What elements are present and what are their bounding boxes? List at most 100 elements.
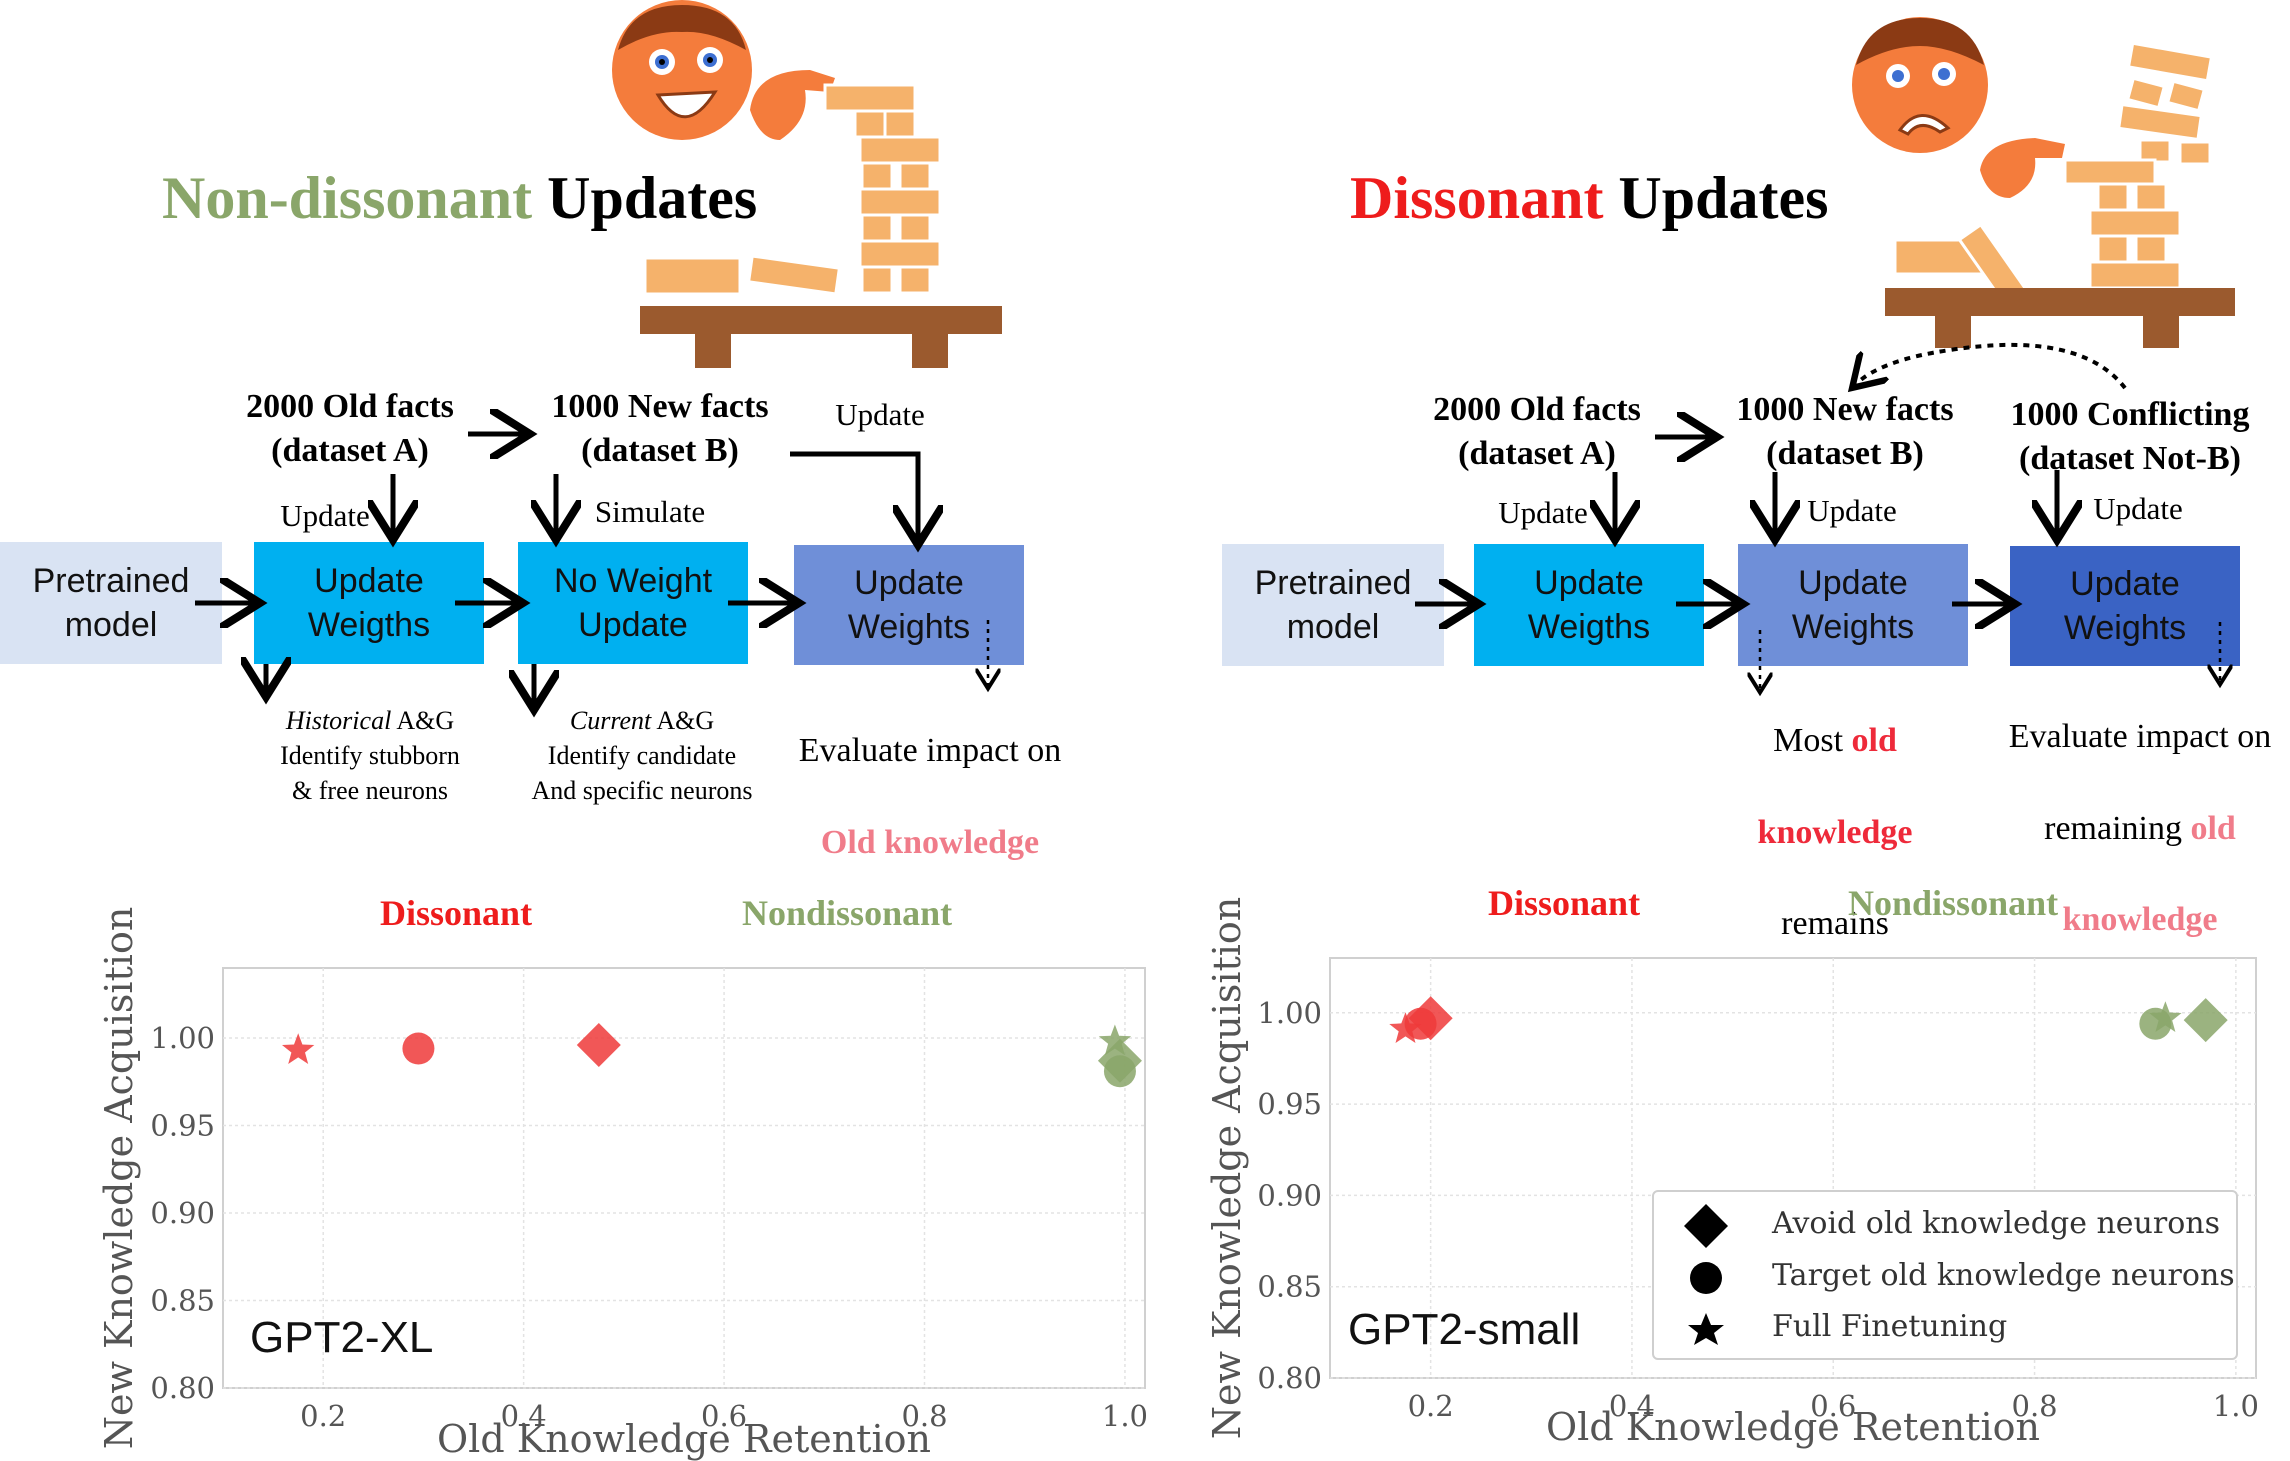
left-box-update-weights: Update Weigths	[254, 542, 484, 664]
x-tick-label: 0.8	[2012, 1389, 2058, 1423]
data-point-nondissonant-diamond	[2183, 998, 2228, 1043]
right-flow-arrows	[1415, 342, 2290, 720]
falling-blocks-icon	[1893, 41, 2214, 308]
right-eval-text-2: remaining	[2044, 809, 2191, 847]
right-most-highlight-2: knowledge	[1757, 813, 1913, 851]
legend-circle-marker	[1690, 1262, 1722, 1294]
y-tick-label: 0.85	[1257, 1270, 1322, 1304]
legend-markers	[1684, 1204, 1728, 1345]
model-label: GPT2-XL	[250, 1313, 433, 1362]
right-box-pretrained: Pretrained model	[1222, 544, 1444, 666]
table-icon	[640, 306, 1002, 368]
y-tick-label: 0.90	[150, 1196, 215, 1230]
hand-icon	[750, 70, 835, 140]
left-note-2-italic: Current	[569, 706, 652, 736]
left-dataset-b: 1000 New facts (dataset B)	[551, 388, 769, 470]
left-title-colored: Non-dissonant	[162, 165, 533, 231]
data-point-nondissonant-star	[2149, 1001, 2182, 1032]
jenga-illustration-left	[612, 0, 1002, 368]
legend-item-full: Full Finetuning	[1772, 1309, 2008, 1344]
right-update-label-2: Update	[1807, 493, 1897, 528]
y-tick-label: 0.90	[1257, 1178, 1322, 1212]
x-axis-label: Old Knowledge Retention	[1546, 1405, 2040, 1449]
table-icon	[1885, 288, 2235, 348]
chart-1-label-dissonant: Dissonant	[380, 893, 533, 933]
right-box-update-weights-3: Update Weights	[2010, 546, 2240, 666]
y-tick-label: 1.00	[150, 1021, 215, 1055]
right-box-update-weights-2: Update Weights	[1738, 544, 1968, 666]
left-flow-arrows	[195, 0, 1100, 720]
left-note-1-rest: A&G Identify stubborn & free neurons	[280, 706, 460, 806]
right-panel-title: Dissonant Updates	[1350, 168, 1828, 228]
y-tick-label: 0.95	[1257, 1087, 1322, 1121]
left-box-pretrained: Pretrained model	[0, 542, 222, 664]
data-point-dissonant-star	[282, 1033, 315, 1064]
chart-2-legend: Avoid old knowledge neurons Target old k…	[1652, 1190, 2238, 1360]
x-tick-label: 0.8	[901, 1399, 947, 1433]
x-tick-label: 1.0	[1102, 1399, 1148, 1433]
chart-1-label-nondissonant: Nondissonant	[742, 893, 953, 933]
x-tick-label: 0.4	[1609, 1389, 1655, 1423]
left-eval-highlight: Old knowledge	[820, 823, 1040, 861]
right-dataset-b: 1000 New facts (dataset B)	[1736, 391, 1954, 473]
right-eval-text: Evaluate impact on remaining old knowled…	[1985, 668, 2290, 943]
left-note-historical: Historical A&G Identify stubborn & free …	[260, 668, 480, 808]
left-note-2-rest: A&G Identify candidate And specific neur…	[531, 706, 753, 806]
x-axis-label: Old Knowledge Retention	[437, 1417, 931, 1461]
y-tick-label: 0.85	[150, 1284, 215, 1318]
data-point-dissonant-circle	[402, 1032, 435, 1065]
legend-item-avoid: Avoid old knowledge neurons	[1772, 1206, 2220, 1241]
right-update-label-1: Update	[1498, 495, 1588, 530]
x-tick-label: 0.6	[1810, 1389, 1856, 1423]
y-tick-label: 1.00	[1257, 996, 1322, 1030]
right-dataset-a: 2000 Old facts (dataset A)	[1433, 391, 1641, 473]
y-tick-label: 0.95	[150, 1109, 215, 1143]
left-update-label-2: Update	[835, 397, 925, 432]
right-eval-highlight-1: old	[2190, 809, 2236, 847]
right-title-rest: Updates	[1603, 165, 1829, 231]
left-panel-title: Non-dissonant Updates	[162, 168, 757, 228]
chart-2-label-nondissonant: Nondissonant	[1848, 883, 2059, 923]
y-axis-label: New Knowledge Acquisition	[97, 907, 141, 1450]
x-tick-label: 0.4	[501, 1399, 547, 1433]
data-point-nondissonant-star	[1098, 1024, 1132, 1056]
left-box-update-weights-final: Update Weights	[794, 545, 1024, 665]
jenga-illustration-right	[1852, 17, 2235, 348]
left-eval-line: Evaluate impact on	[798, 731, 1062, 769]
x-tick-label: 0.2	[300, 1399, 346, 1433]
right-eval-line-1: Evaluate impact on	[2008, 717, 2272, 755]
right-update-label-3: Update	[2093, 491, 2183, 526]
right-eval-highlight-2: knowledge	[2062, 901, 2218, 939]
data-point-nondissonant-circle	[1103, 1055, 1136, 1088]
data-point-dissonant-diamond	[576, 1023, 621, 1067]
left-title-rest: Updates	[532, 165, 758, 231]
right-most-text-1: Most	[1773, 721, 1852, 759]
left-simulate-label: Simulate	[594, 494, 706, 529]
legend-diamond-marker	[1684, 1204, 1728, 1248]
worried-face-icon	[1852, 17, 1988, 153]
x-tick-label: 1.0	[2213, 1389, 2259, 1423]
right-box-update-weights-1: Update Weigths	[1474, 544, 1704, 666]
chart-2-label-dissonant: Dissonant	[1488, 883, 1641, 923]
left-update-label-1: Update	[280, 498, 370, 533]
left-note-current: Current A&G Identify candidate And speci…	[512, 668, 772, 808]
legend-item-target: Target old knowledge neurons	[1772, 1258, 2235, 1293]
left-box-no-weight-update: No Weight Update	[518, 542, 748, 664]
y-tick-label: 0.80	[150, 1371, 215, 1405]
right-title-colored: Dissonant	[1350, 165, 1604, 231]
x-tick-label: 0.6	[701, 1399, 747, 1433]
left-note-1-italic: Historical	[285, 706, 392, 736]
happy-face-icon	[612, 0, 752, 140]
hand-icon	[1980, 138, 2065, 198]
legend-star-marker	[1688, 1313, 1724, 1345]
left-dataset-a: 2000 Old facts (dataset A)	[246, 388, 454, 470]
jenga-tower-icon	[643, 83, 942, 296]
right-most-text-2: remains	[1781, 905, 1889, 943]
right-most-highlight-1: old	[1851, 721, 1897, 759]
right-most-remains: Most old knowledge remains	[1725, 672, 1945, 947]
right-dataset-notb: 1000 Conflicting (dataset Not-B)	[2010, 396, 2250, 478]
y-axis-label: New Knowledge Acquisition	[1205, 897, 1249, 1440]
y-tick-label: 0.80	[1257, 1361, 1322, 1395]
